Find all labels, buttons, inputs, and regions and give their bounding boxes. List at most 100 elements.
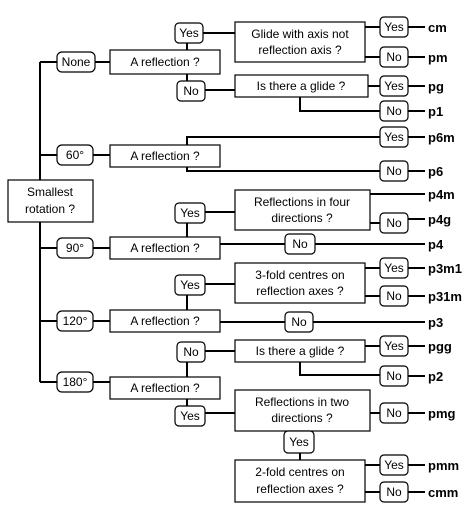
- result-pgg: pgg: [428, 339, 452, 354]
- threefold-question-line2: reflection axes ?: [256, 284, 344, 298]
- yes-label: Yes: [384, 458, 404, 472]
- result-pg: pg: [428, 79, 444, 94]
- yes-label: Yes: [384, 261, 404, 275]
- yes-label: Yes: [180, 409, 200, 423]
- result-p2: p2: [428, 369, 443, 384]
- result-cm: cm: [428, 20, 447, 35]
- reflection-question-120-box: [109, 309, 221, 333]
- reflection-question-180: A reflection ?: [130, 381, 200, 395]
- reflection-question-60-box: [109, 144, 221, 168]
- rotation-120-box: [56, 310, 94, 332]
- no-label: No: [386, 164, 402, 178]
- reflection-question-90-box: [109, 236, 221, 260]
- yes-label: Yes: [289, 435, 309, 449]
- no-label: No: [183, 345, 199, 359]
- result-pmm: pmm: [428, 458, 459, 473]
- result-p31m: p31m: [428, 289, 462, 304]
- rotation-60-box: [56, 144, 94, 166]
- rotation-120: 120°: [63, 314, 88, 328]
- yes-box-cm: [379, 16, 409, 38]
- no-label: No: [386, 369, 402, 383]
- no-label: No: [386, 50, 402, 64]
- no-label: No: [292, 237, 308, 251]
- yes-label: Yes: [384, 20, 404, 34]
- start-box: [7, 179, 94, 223]
- result-p6: p6: [428, 164, 443, 179]
- no-label: No: [386, 216, 402, 230]
- twofold-question-box: [234, 459, 366, 503]
- result-p1: p1: [428, 104, 443, 119]
- reflection-question-none-box: [109, 49, 221, 75]
- rotation-90-box: [56, 237, 94, 259]
- no-label: No: [291, 315, 307, 329]
- yes-box-none-reflection: [174, 22, 204, 44]
- no-box-180-reflection: [176, 341, 206, 363]
- yes-label: Yes: [384, 130, 404, 144]
- result-p6m: p6m: [428, 130, 455, 145]
- glide-axis-question-box: [234, 21, 366, 63]
- rotation-90: 90°: [66, 241, 84, 255]
- no-box-p6: [379, 160, 409, 182]
- start-label-line2: rotation ?: [25, 202, 75, 216]
- yes-box-90-reflection: [174, 202, 206, 224]
- rotation-none-box: [56, 51, 96, 73]
- result-p3m1: p3m1: [428, 261, 462, 276]
- connector-lines: [39, 26, 425, 493]
- glide-axis-question-line2: reflection axis ?: [258, 43, 342, 57]
- reflection-question-60: A reflection ?: [130, 149, 200, 163]
- no-box-p2: [379, 365, 409, 387]
- result-p4g: p4g: [428, 212, 451, 227]
- result-pmg: pmg: [428, 406, 456, 421]
- yes-box-pg: [379, 75, 409, 97]
- no-label: No: [183, 84, 199, 98]
- no-box-p31m: [379, 285, 409, 307]
- result-cmm: cmm: [428, 485, 458, 500]
- yes-box-two-directions: [283, 430, 315, 454]
- two-directions-question-line2: directions ?: [271, 411, 333, 425]
- no-label: No: [386, 485, 402, 499]
- four-directions-question-box: [234, 189, 371, 231]
- threefold-question-line1: 3-fold centres on: [255, 268, 344, 282]
- rotation-180-box: [56, 371, 94, 393]
- reflection-question-90: A reflection ?: [130, 241, 200, 255]
- glide-question-none-box: [234, 74, 369, 98]
- result-pm: pm: [428, 50, 448, 65]
- yes-label: Yes: [180, 278, 200, 292]
- reflection-question-120: A reflection ?: [130, 314, 200, 328]
- no-box-cmm: [379, 481, 409, 503]
- twofold-question-line1: 2-fold centres on: [255, 465, 344, 479]
- result-p3: p3: [428, 315, 443, 330]
- glide-question-none: Is there a glide ?: [257, 79, 346, 93]
- results: cm pm pg p1 p6m p6 p4m p4g p4 p3m1 p31m …: [428, 20, 462, 500]
- no-box-p3: [284, 311, 314, 333]
- start-label: Smallest: [27, 185, 74, 199]
- no-box-none-reflection: [176, 80, 206, 102]
- yes-box-pmm: [379, 454, 409, 476]
- result-p4: p4: [428, 237, 444, 252]
- yes-box-p6m: [379, 126, 409, 148]
- glide-axis-question-line1: Glide with axis not: [251, 27, 349, 41]
- yes-box-pgg: [379, 335, 409, 357]
- reflection-question-180-box: [109, 376, 221, 400]
- result-p4m: p4m: [428, 187, 455, 202]
- yes-label: Yes: [180, 206, 200, 220]
- no-box-p4g: [379, 212, 409, 234]
- no-box-p1: [379, 100, 409, 122]
- threefold-question-box: [234, 262, 366, 304]
- glide-question-180: Is there a glide ?: [256, 344, 345, 358]
- two-directions-question-box: [234, 389, 371, 432]
- rotation-none: None: [62, 55, 91, 69]
- rotation-180: 180°: [63, 375, 88, 389]
- twofold-question-line2: reflection axes ?: [256, 482, 344, 496]
- yes-label: Yes: [384, 339, 404, 353]
- two-directions-question-line1: Reflections in two: [255, 395, 349, 409]
- yes-box-180-reflection: [174, 405, 206, 427]
- reflection-question-none: A reflection ?: [130, 55, 200, 69]
- no-box-p4: [284, 233, 316, 255]
- no-label: No: [386, 406, 402, 420]
- four-directions-question-line1: Reflections in four: [254, 195, 350, 209]
- yes-box-p3m1: [379, 257, 409, 279]
- four-directions-question-line2: directions ?: [271, 211, 333, 225]
- no-label: No: [386, 104, 402, 118]
